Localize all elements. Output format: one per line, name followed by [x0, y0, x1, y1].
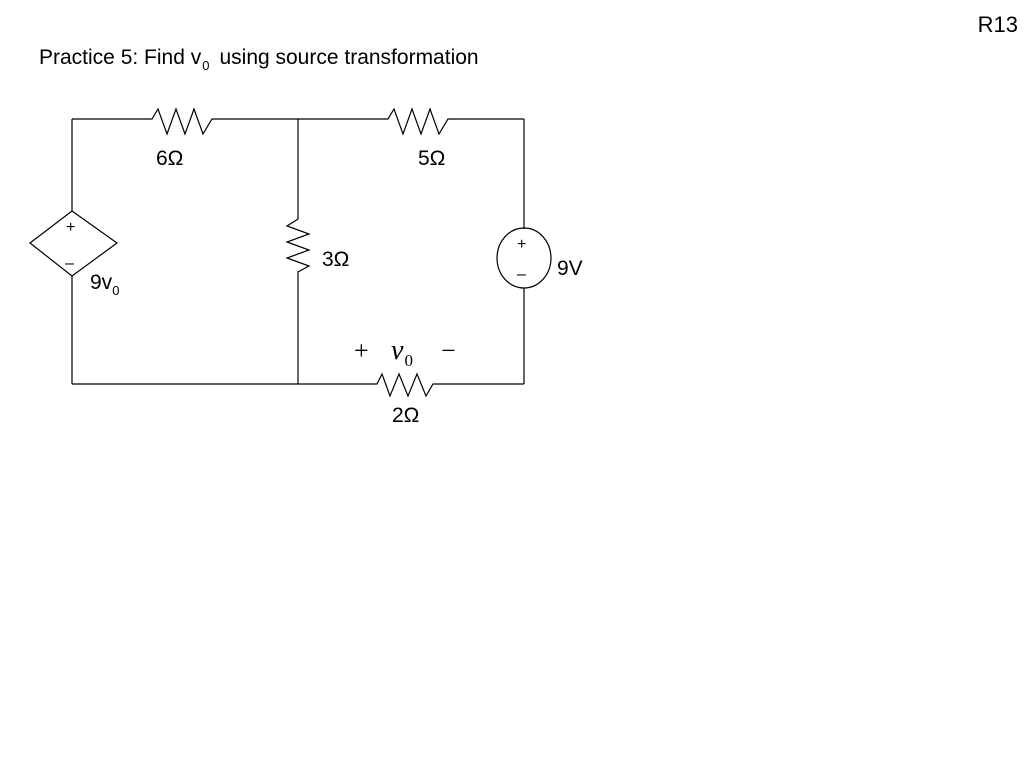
vo-symbol: v0 [391, 335, 413, 370]
dependent-source-label-main: 9v [90, 271, 113, 294]
resistor-6-ohm-label: 6Ω [156, 147, 183, 170]
vo-plus: + [354, 336, 369, 365]
resistor-5-ohm: 5Ω [374, 107, 464, 170]
title-suffix: using source transformation [219, 46, 479, 69]
voltage-source-circle [496, 227, 552, 289]
resistor-2-ohm: 2Ω [362, 372, 455, 427]
title-subscript: 0 [202, 58, 210, 73]
resistor-5-ohm-label: 5Ω [418, 147, 445, 170]
voltage-source-label: 9V [557, 257, 583, 280]
resistor-3-ohm: 3Ω [285, 206, 349, 283]
resistor-3-ohm-label: 3Ω [322, 248, 349, 271]
dependent-source-diamond [29, 210, 119, 277]
dependent-source-label-sub: 0 [112, 283, 119, 298]
page-title: Practice 5: Find v0 using source transfor… [39, 46, 479, 73]
dependent-source-minus: – [65, 255, 74, 272]
title-prefix: Practice 5: Find v [39, 46, 202, 69]
vo-minus: − [441, 336, 456, 365]
resistor-6-ohm: 6Ω [137, 107, 228, 170]
dependent-source: + – 9v0 [29, 210, 119, 298]
voltage-source-9v: + – 9V [496, 227, 583, 289]
slide-number: R13 [977, 12, 1018, 37]
vo-symbol-sub: 0 [404, 351, 413, 370]
voltage-source-plus: + [517, 236, 526, 253]
resistor-2-ohm-label: 2Ω [392, 404, 419, 427]
vo-symbol-main: v [391, 335, 404, 366]
vo-marker: + v0 − [354, 335, 456, 370]
voltage-source-minus: – [517, 266, 526, 283]
dependent-source-label: 9v0 [90, 271, 119, 298]
dependent-source-plus: + [66, 219, 75, 236]
wires [71, 118, 525, 385]
